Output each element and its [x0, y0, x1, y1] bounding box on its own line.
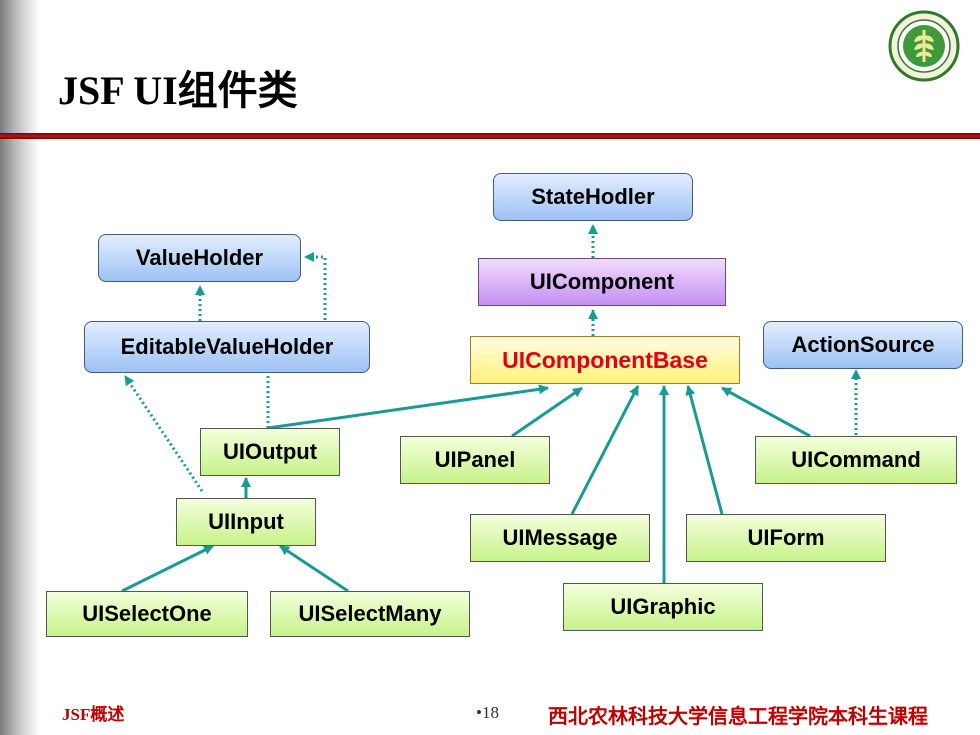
- slide-title: JSF UI组件类: [58, 68, 298, 113]
- edge-uiselectone-uiinput: [121, 544, 214, 593]
- node-uiselectmany: UISelectMany: [270, 591, 470, 637]
- edge-uipanel-uicomponentbase: [511, 386, 583, 438]
- node-uicommand: UICommand: [755, 436, 957, 484]
- footer-page-number: •18: [476, 703, 499, 722]
- node-uioutput: UIOutput: [200, 428, 340, 476]
- node-uiinput: UIInput: [176, 498, 316, 546]
- node-uicomponent: UIComponent: [478, 258, 726, 306]
- footer-course-section: JSF概述: [62, 705, 125, 724]
- node-uimessage: UIMessage: [470, 514, 650, 562]
- node-uiselectone: UISelectOne: [46, 591, 248, 637]
- edge-uiform-uicomponentbase: [685, 385, 724, 515]
- edge-uioutput-uicomponentbase: [267, 384, 549, 430]
- node-uicomponentbase: UIComponentBase: [470, 336, 740, 384]
- university-seal-icon: [888, 10, 960, 82]
- node-actionsource: ActionSource: [763, 321, 963, 369]
- node-uiform: UIForm: [686, 514, 886, 562]
- node-valueholder: ValueHolder: [98, 234, 301, 282]
- edge-uimessage-uicomponentbase: [570, 385, 640, 515]
- edge-uicommand-uicomponentbase: [721, 386, 811, 438]
- footer-institution: 西北农林科技大学信息工程学院本科生课程: [548, 706, 928, 728]
- node-stateholder: StateHodler: [493, 173, 693, 221]
- slide-sidebar-gradient: [0, 0, 40, 735]
- node-editablevalueholder: EditableValueHolder: [84, 321, 370, 373]
- node-uigraphic: UIGraphic: [563, 583, 763, 631]
- title-divider-rule: [0, 133, 980, 139]
- edge-uiinput-editablevalueholder: [123, 375, 204, 492]
- edge-uiselectmany-uiinput: [279, 544, 349, 593]
- node-uipanel: UIPanel: [400, 436, 550, 484]
